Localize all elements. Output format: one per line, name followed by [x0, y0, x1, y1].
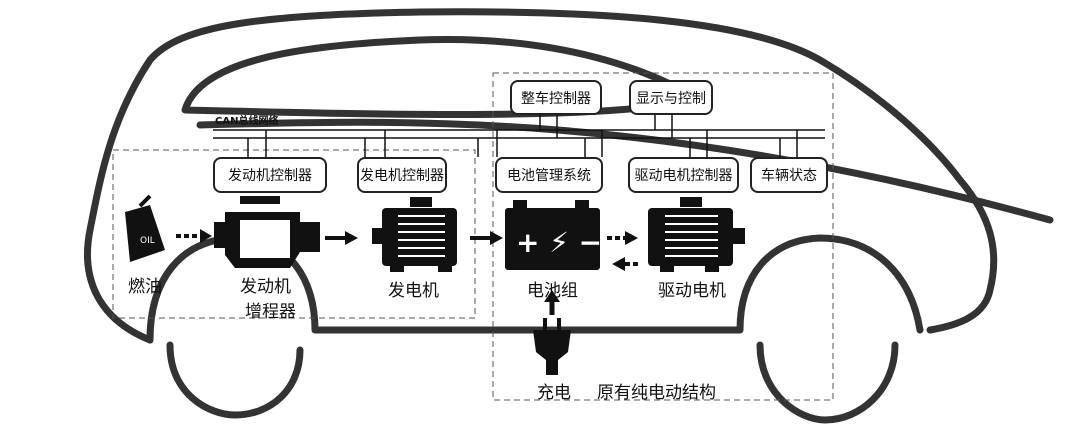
can-bus-label: CAN总线网络 [215, 116, 279, 127]
engine-controller-box: 发动机控制器 [213, 157, 327, 193]
battery-label: 电池组 [527, 281, 578, 301]
vehicle-controller-box: 整车控制器 [510, 80, 602, 115]
motor-controller-box: 驱动电机控制器 [628, 157, 739, 193]
oil-can-label: OIL [140, 236, 155, 246]
drive-motor-icon [648, 197, 745, 272]
generator-controller-box: 发电机控制器 [357, 157, 447, 193]
range-extender-label: 增程器 [245, 302, 296, 322]
motor-fins [665, 215, 718, 257]
engine-icon [214, 196, 320, 268]
original-ev-structure-label: 原有纯电动结构 [597, 383, 716, 403]
energy-flow-arrows [176, 229, 640, 315]
generator-label: 发电机 [388, 281, 439, 301]
vehicle-status-box: 车辆状态 [750, 157, 828, 193]
generator-icon [372, 197, 457, 272]
engine-label: 发动机 [240, 277, 291, 297]
can-bus [213, 113, 825, 157]
bms-box: 电池管理系统 [495, 157, 603, 193]
battery-symbols: + ⚡ − [516, 226, 602, 259]
range-extender-region [112, 149, 476, 319]
charging-plug-icon [533, 318, 571, 375]
battery-icon [505, 200, 600, 270]
display-control-box: 显示与控制 [629, 80, 713, 115]
fuel-label: 燃油 [128, 277, 162, 297]
car-outline [84, 8, 1054, 424]
charging-label: 充电 [537, 383, 571, 403]
drive-motor-label: 驱动电机 [658, 281, 726, 301]
generator-fins [398, 215, 445, 257]
oil-can-icon [125, 194, 165, 262]
